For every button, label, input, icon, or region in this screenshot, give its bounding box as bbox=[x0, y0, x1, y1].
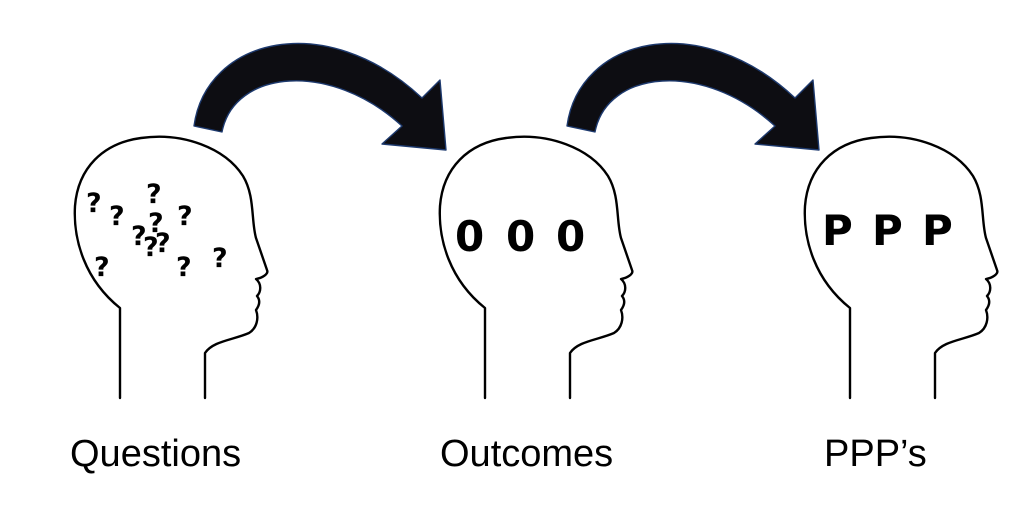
ppp-symbol: P bbox=[822, 206, 853, 255]
question-mark: ? bbox=[148, 208, 164, 239]
question-mark: ? bbox=[212, 243, 228, 274]
curved-arrow-icon bbox=[566, 42, 820, 151]
question-mark: ? bbox=[176, 252, 192, 283]
caption-ppps: PPP’s bbox=[824, 433, 927, 475]
caption-outcomes: Outcomes bbox=[440, 433, 613, 475]
caption-questions: Questions bbox=[70, 433, 241, 475]
head-ppps-contents: P P P bbox=[822, 206, 953, 255]
ppp-symbol: P bbox=[922, 206, 953, 255]
head-outcomes bbox=[438, 135, 634, 400]
head-questions-contents: ? ? ? ? ? ? ? ? ? ? ? bbox=[86, 179, 228, 283]
question-mark: ? bbox=[155, 228, 171, 259]
outcome-symbol: 0 bbox=[556, 212, 585, 261]
arrow-questions-to-outcomes bbox=[193, 42, 447, 151]
head-profile-icon bbox=[438, 135, 634, 400]
question-mark: ? bbox=[109, 201, 125, 232]
question-mark: ? bbox=[86, 188, 102, 219]
head-ppps bbox=[803, 135, 999, 400]
ppp-symbol: P bbox=[872, 206, 903, 255]
question-mark: ? bbox=[94, 252, 110, 283]
question-mark: ? bbox=[131, 221, 147, 252]
question-mark: ? bbox=[146, 179, 162, 210]
outcome-symbol: 0 bbox=[506, 212, 535, 261]
outcome-symbol: 0 bbox=[455, 212, 484, 261]
arrow-outcomes-to-ppps bbox=[566, 42, 820, 151]
question-mark: ? bbox=[177, 201, 193, 232]
head-profile-icon bbox=[803, 135, 999, 400]
head-outcomes-contents: 0 0 0 bbox=[455, 212, 585, 261]
question-mark: ? bbox=[143, 232, 159, 263]
curved-arrow-icon bbox=[193, 42, 447, 151]
